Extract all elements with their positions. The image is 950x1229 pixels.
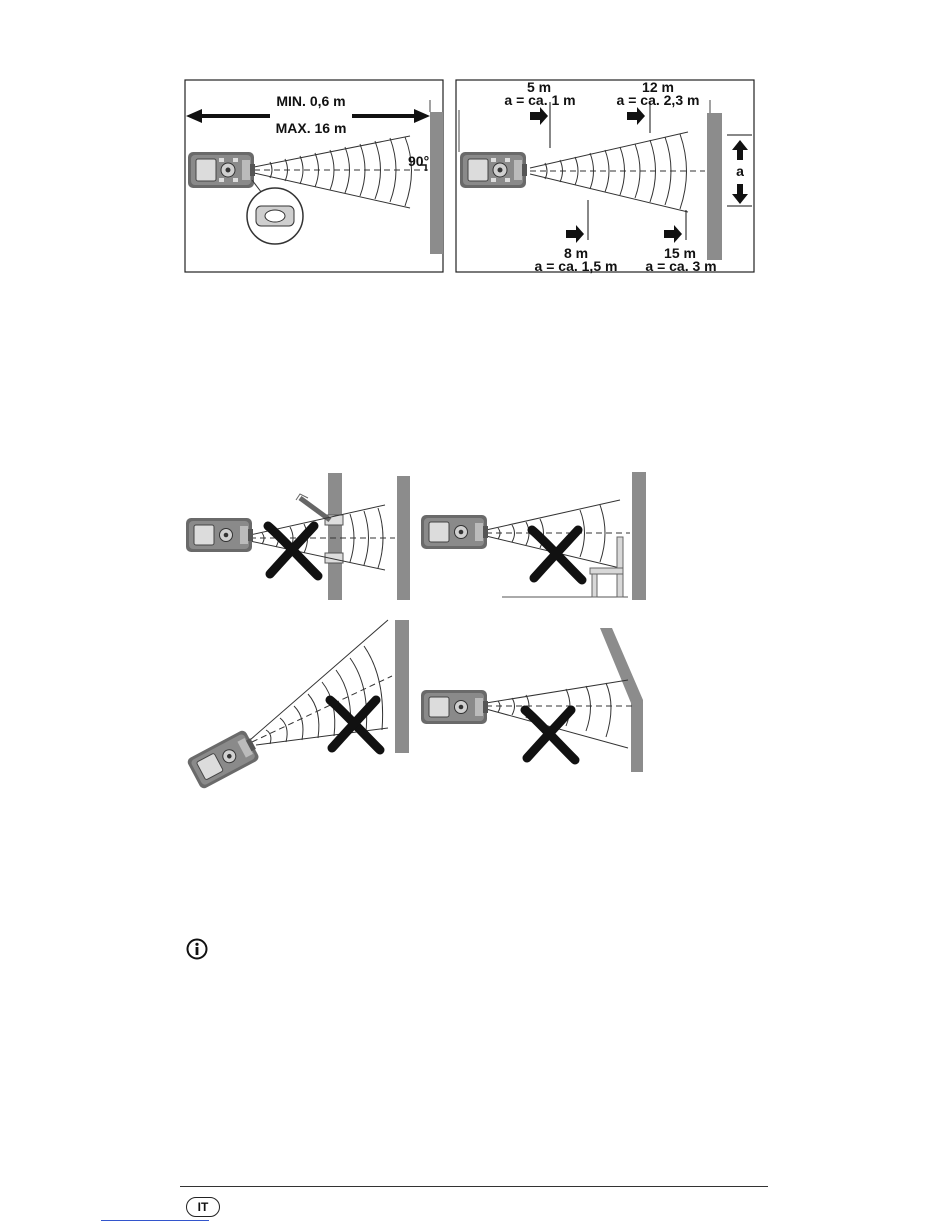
wrong-tilted-device: [186, 620, 409, 790]
cross-mark-icon: [532, 530, 582, 580]
language-badge: IT: [186, 1197, 220, 1217]
wrong-angled-wall: [421, 628, 643, 772]
footer-underline: [101, 1220, 209, 1221]
cross-mark-icon: [525, 710, 575, 760]
info-circle-icon: [186, 938, 208, 960]
wrong-through-window: [186, 473, 410, 600]
footer-divider: [180, 1186, 768, 1187]
wrong-obstacle-in-path: [421, 472, 646, 600]
cross-mark-icon: [330, 700, 380, 750]
cross-mark-icon: [268, 526, 318, 576]
